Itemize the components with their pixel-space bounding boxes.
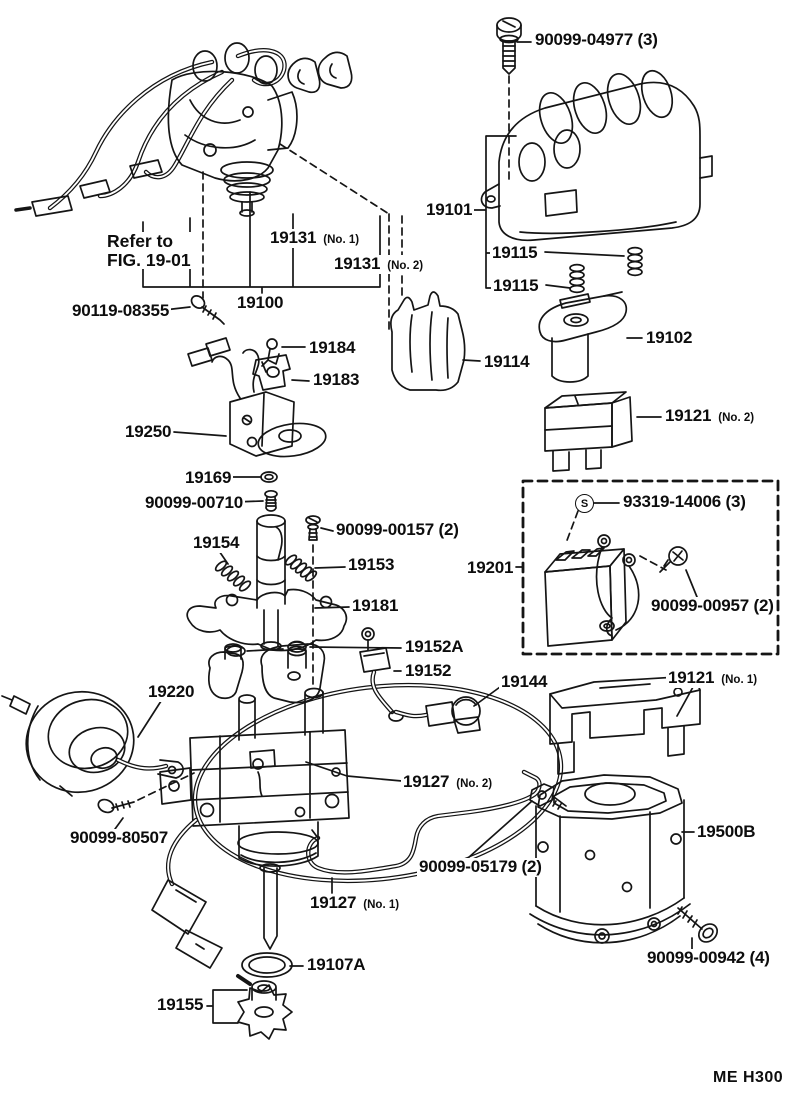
igniter-group-dashed-box bbox=[521, 479, 780, 656]
part-label-19131-no2: 19131(No. 2) bbox=[332, 254, 426, 274]
screw-00157-art bbox=[305, 515, 321, 541]
spring-19153-art bbox=[284, 554, 318, 582]
part-label-90099-00710: 90099-00710 bbox=[143, 493, 246, 513]
part-label-19102: 19102 bbox=[644, 328, 695, 348]
cover-19121-no2-art bbox=[544, 391, 633, 472]
dust-cover-19114-art bbox=[390, 291, 466, 392]
part-label-19127-no2: 19127(No. 2) bbox=[401, 772, 495, 792]
leader-lines-dashed bbox=[137, 75, 667, 801]
part-label-90119-08355: 90119-08355 bbox=[70, 301, 172, 321]
part-label-19184: 19184 bbox=[307, 338, 358, 358]
part-label-19107a: 19107A bbox=[305, 955, 368, 975]
governor-shaft-19181-art bbox=[186, 514, 348, 652]
spark-plug-wires-art bbox=[14, 48, 287, 217]
ignition-coil-19500b-art bbox=[529, 774, 691, 944]
spring-19154-art bbox=[214, 560, 252, 592]
part-label-19121-no1: 19121(No. 1) bbox=[666, 668, 760, 688]
part-label-19169: 19169 bbox=[183, 468, 234, 488]
figure-code: ME H300 bbox=[711, 1069, 786, 1087]
screw-19115-springs-art bbox=[569, 246, 643, 294]
part-label-19154: 19154 bbox=[191, 533, 242, 553]
ignition-coil-cap-19101-art bbox=[480, 69, 713, 242]
part-label-19101: 19101 bbox=[424, 200, 475, 220]
part-label-19121-no2: 19121(No. 2) bbox=[663, 406, 757, 426]
bolt-00942-art bbox=[677, 906, 719, 943]
terminal-19184-art bbox=[261, 338, 280, 367]
cap-clips-art bbox=[287, 51, 353, 94]
part-label-90099-00957: 90099-00957 (2) bbox=[649, 596, 776, 616]
bolt-90099-04977-art bbox=[496, 17, 522, 75]
nut-05179-art bbox=[529, 783, 567, 810]
distributor-housing-art bbox=[151, 687, 350, 969]
clamp-strap-19127-no1-art bbox=[306, 769, 542, 875]
vacuum-advancer-19220-art bbox=[1, 690, 184, 797]
part-label-19115-1: 19115 bbox=[490, 243, 540, 263]
part-label-19201: 19201 bbox=[465, 558, 516, 578]
part-label-19127-no1: 19127(No. 1) bbox=[308, 893, 402, 913]
part-label-19181: 19181 bbox=[350, 596, 401, 616]
pickup-wire-art bbox=[359, 627, 404, 722]
rotor-19102-art bbox=[538, 291, 628, 383]
part-label-19100: 19100 bbox=[235, 293, 286, 313]
part-label-19114: 19114 bbox=[482, 352, 532, 372]
screw-08355-art bbox=[190, 295, 225, 325]
leader-lines bbox=[114, 41, 698, 1024]
part-label-19152a: 19152A bbox=[403, 637, 466, 657]
oring-19107a-art bbox=[241, 952, 293, 978]
governor-weights-19152-art bbox=[207, 643, 326, 704]
grommet-19169-art bbox=[260, 471, 278, 483]
part-label-90099-05179: 90099-05179 (2) bbox=[417, 857, 544, 877]
part-label-93319-14006: 93319-14006 (3) bbox=[621, 492, 748, 512]
screw-80507-art bbox=[97, 798, 135, 814]
breaker-plate-19250-art bbox=[187, 337, 327, 458]
drive-gear-19155-art bbox=[236, 974, 293, 1040]
part-label-19144: 19144 bbox=[499, 672, 550, 692]
part-label-90099-80507: 90099-80507 bbox=[68, 828, 171, 848]
part-label-19152: 19152 bbox=[403, 661, 454, 681]
part-label-19500b: 19500B bbox=[695, 822, 758, 842]
bracket-19183-art bbox=[252, 354, 291, 391]
clamp-wire-19127-no2-art bbox=[192, 682, 564, 884]
part-label-19153: 19153 bbox=[346, 555, 397, 575]
part-label-19183: 19183 bbox=[311, 370, 362, 390]
part-label-19220: 19220 bbox=[146, 682, 197, 702]
part-label-19115-2: 19115 bbox=[491, 276, 541, 296]
part-label-19155: 19155 bbox=[155, 995, 206, 1015]
part-label-19131-no1: 19131(No. 1) bbox=[268, 228, 362, 248]
part-label-19250: 19250 bbox=[123, 422, 174, 442]
screw-00710-art bbox=[264, 489, 278, 512]
part-label-90099-00942: 90099-00942 (4) bbox=[645, 948, 772, 968]
s-symbol-badge: S bbox=[575, 494, 594, 513]
igniter-19201-art bbox=[544, 534, 688, 647]
bracket-19121-no1-art bbox=[549, 675, 701, 775]
part-label-90099-04977: 90099-04977 (3) bbox=[533, 30, 660, 50]
sensor-19144-art bbox=[393, 696, 481, 734]
part-label-90099-00157: 90099-00157 (2) bbox=[334, 520, 461, 540]
distributor-assembly-art bbox=[167, 42, 298, 217]
